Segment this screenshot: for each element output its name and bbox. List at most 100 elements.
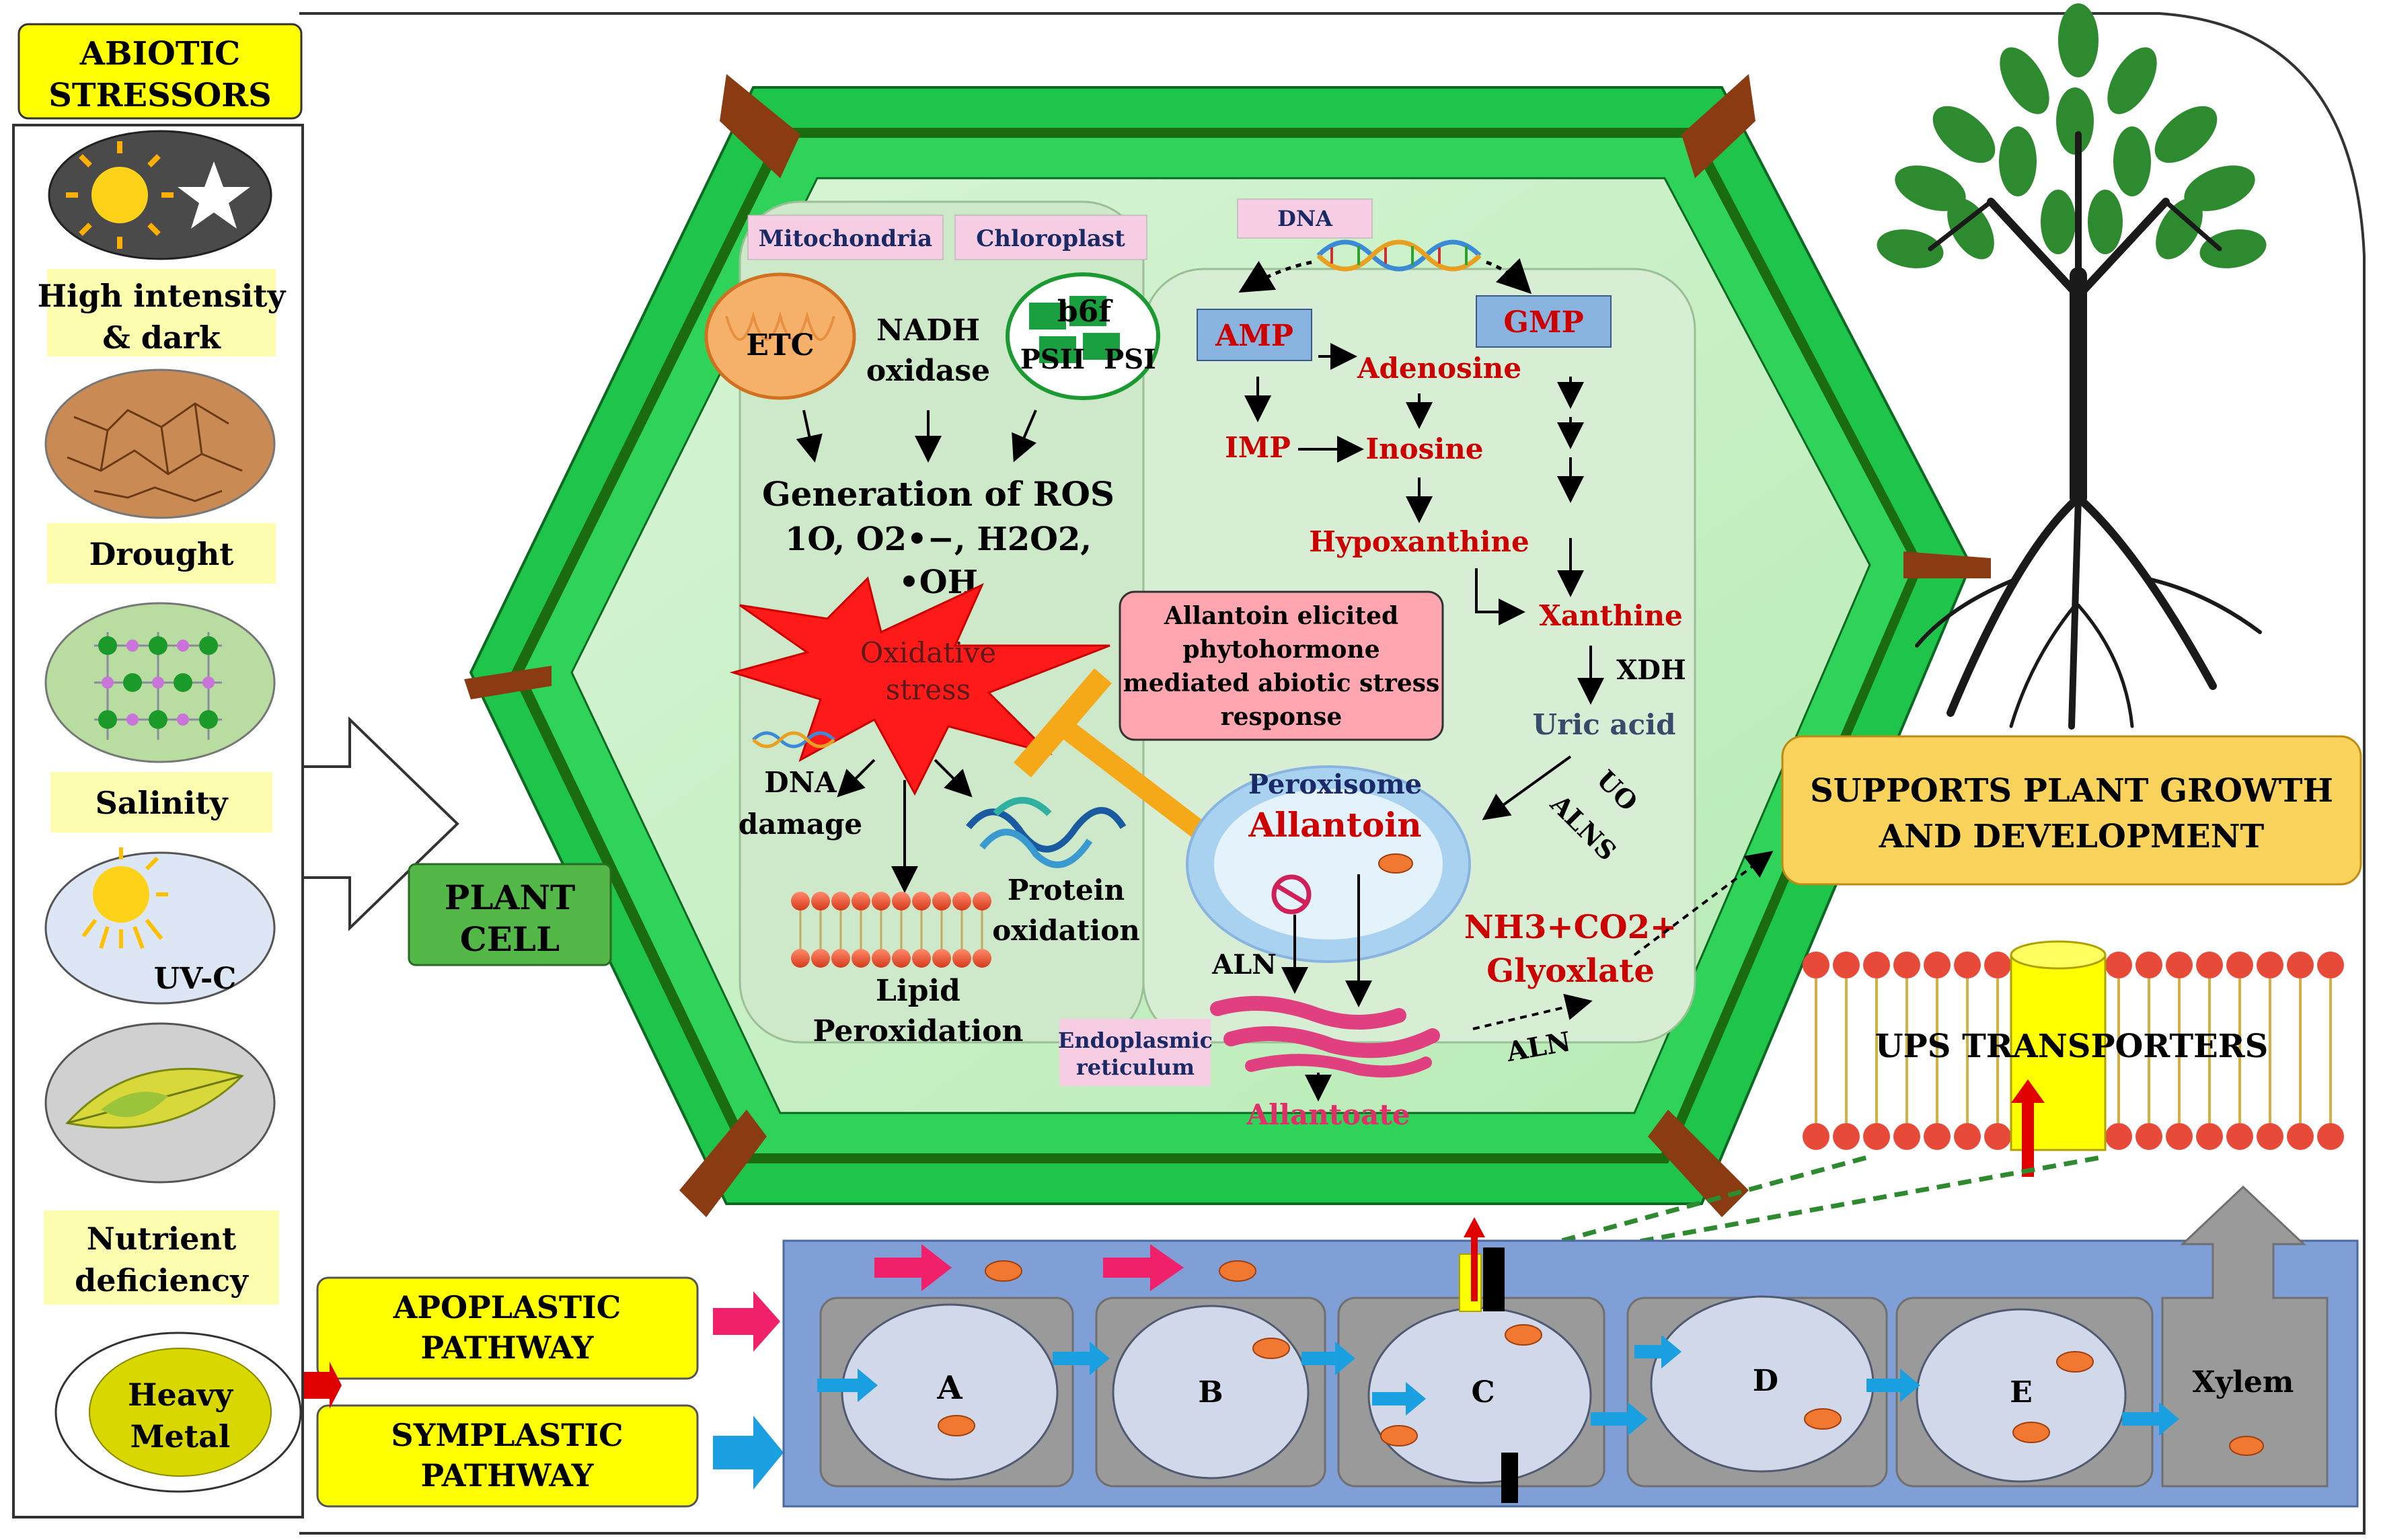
heavy-metal-label-2: Metal bbox=[130, 1418, 231, 1455]
adenosine-label: Adenosine bbox=[1357, 352, 1521, 385]
uric-acid-label: Uric acid bbox=[1532, 708, 1675, 741]
xanthine-label: Xanthine bbox=[1539, 599, 1683, 632]
cell-wall-corners bbox=[464, 74, 1991, 1217]
imp-label: IMP bbox=[1225, 431, 1291, 464]
salinity-label-bg bbox=[50, 772, 272, 833]
plant-cell-label-1: PLANT bbox=[445, 878, 575, 917]
symplastic-box bbox=[316, 1404, 699, 1508]
nutrient-label-bg bbox=[44, 1210, 279, 1305]
amp-label: AMP bbox=[1215, 319, 1293, 353]
etc-label: ETC bbox=[746, 328, 814, 362]
heavy-metal-icon bbox=[89, 1348, 272, 1477]
allantoin-box-line-1: Allantoin elicited bbox=[1164, 602, 1398, 630]
er-label-1: Endoplasmic bbox=[1058, 1028, 1213, 1053]
dna-damage-label-1: DNA bbox=[764, 766, 837, 799]
cell-c-label: C bbox=[1471, 1375, 1495, 1410]
oxidative-label-1: Oxidative bbox=[860, 636, 996, 669]
growth-box bbox=[1781, 735, 2362, 886]
light-label-2: & dark bbox=[102, 319, 221, 356]
symplastic-arrow bbox=[713, 1416, 784, 1490]
allantoin-box-line-2: phytohormone bbox=[1182, 636, 1380, 664]
nadh-label-2: oxidase bbox=[866, 354, 990, 388]
inosine-label: Inosine bbox=[1365, 432, 1483, 465]
protein-label-2: oxidation bbox=[992, 914, 1140, 947]
heavy-metal-arrow bbox=[304, 1362, 342, 1409]
cell-e-label: E bbox=[2010, 1375, 2033, 1410]
peroxisome-lumen bbox=[1214, 789, 1443, 939]
plant-cell-tag bbox=[408, 863, 612, 966]
allantoate-label: Allantoate bbox=[1246, 1098, 1410, 1131]
abiotic-stressors-header bbox=[17, 23, 303, 120]
protein-label-1: Protein bbox=[1008, 874, 1125, 907]
psi-label: PSI bbox=[1104, 344, 1156, 375]
gmp-label: GMP bbox=[1503, 305, 1583, 340]
ros-title: Generation of ROS bbox=[762, 474, 1114, 514]
drought-icon bbox=[44, 369, 276, 519]
ros-species-1: 1O, O2•−, H2O2, bbox=[785, 521, 1092, 558]
ups-membrane-icon: UPS TRANSPORTERS bbox=[1803, 940, 2344, 1177]
stressor-column: ABIOTIC STRESSORS High intensity & dark … bbox=[12, 23, 304, 1518]
cell-d-label: D bbox=[1753, 1364, 1778, 1398]
cell-b-label: B bbox=[1198, 1375, 1223, 1410]
tree-icon bbox=[1877, 3, 2267, 730]
xylem-column bbox=[2161, 1185, 2329, 1488]
oxidative-label-2: stress bbox=[886, 673, 971, 706]
gmp-box bbox=[1476, 295, 1612, 348]
heavy-metal-label-1: Heavy bbox=[128, 1377, 233, 1413]
stress-to-cell-arrow bbox=[304, 716, 459, 931]
xdh-label: XDH bbox=[1616, 654, 1686, 686]
er-tag bbox=[1059, 1019, 1211, 1086]
dna-label: DNA bbox=[1277, 206, 1333, 231]
b6f-label: b6f bbox=[1057, 295, 1113, 329]
amp-box bbox=[1197, 309, 1312, 361]
mitochondria-label: Mitochondria bbox=[759, 225, 932, 252]
dna-tag bbox=[1237, 198, 1373, 239]
drought-label-bg bbox=[47, 523, 276, 584]
cell-a-label: A bbox=[936, 1369, 962, 1407]
growth-line-2: AND DEVELOPMENT bbox=[1879, 818, 2265, 855]
drought-label: Drought bbox=[89, 536, 234, 572]
transporter-channel bbox=[2010, 954, 2107, 1151]
vesicle-dot bbox=[1378, 853, 1413, 874]
transporter-label: UPS TRANSPORTERS bbox=[1875, 1028, 2269, 1065]
chloroplast-tag bbox=[954, 215, 1147, 260]
growth-line-1: SUPPORTS PLANT GROWTH bbox=[1810, 772, 2333, 810]
outer-frame bbox=[299, 12, 2366, 1535]
lipid-label-1: Lipid bbox=[876, 974, 960, 1008]
dna-damage-label-2: damage bbox=[739, 808, 862, 841]
strip-transporter bbox=[1459, 1254, 1482, 1312]
nadh-label-1: NADH bbox=[876, 313, 980, 348]
block-icon bbox=[1271, 874, 1312, 915]
sun-icon bbox=[91, 167, 148, 223]
psii-label: PSII bbox=[1020, 344, 1085, 375]
mitochondria-icon bbox=[704, 272, 856, 400]
dna-helix-icon bbox=[1316, 239, 1482, 272]
xylem-label: Xylem bbox=[2193, 1365, 2294, 1399]
apoplastic-label-1: APOPLASTIC bbox=[393, 1289, 621, 1325]
uvc-label: UV-C bbox=[154, 962, 237, 996]
dna-damage-icon bbox=[752, 731, 835, 748]
inhibition-bar bbox=[1056, 718, 1211, 842]
mitochondria-tag bbox=[747, 215, 944, 260]
plant-cell-label-2: CELL bbox=[460, 919, 560, 959]
header-line-1: ABIOTIC bbox=[79, 35, 240, 73]
protein-icon bbox=[966, 797, 1127, 868]
allantoin-box-line-4: response bbox=[1221, 703, 1343, 731]
light-label-1: High intensity bbox=[38, 278, 287, 314]
salinity-label: Salinity bbox=[96, 785, 229, 821]
plant-cell: Mitochondria Chloroplast DNA ETC NADH ox… bbox=[408, 74, 1991, 1217]
allantoin-label: Allantoin bbox=[1248, 805, 1421, 845]
chloroplast-label: Chloroplast bbox=[976, 225, 1125, 252]
allantoin-box-line-3: mediated abiotic stress bbox=[1123, 669, 1440, 697]
nutrient-label-1: Nutrient bbox=[87, 1221, 237, 1257]
lipid-bilayer-icon bbox=[791, 892, 991, 968]
header-line-2: STRESSORS bbox=[48, 77, 272, 114]
symplastic-label-1: SYMPLASTIC bbox=[391, 1417, 623, 1453]
allantoin-response-box bbox=[1119, 590, 1444, 741]
apoplastic-box bbox=[316, 1276, 699, 1380]
symplastic-label-2: PATHWAY bbox=[420, 1457, 594, 1494]
inhibition-cap bbox=[1014, 668, 1112, 778]
products-line-1: NH3+CO2+ bbox=[1464, 909, 1677, 946]
uv-sun-icon bbox=[93, 866, 149, 923]
